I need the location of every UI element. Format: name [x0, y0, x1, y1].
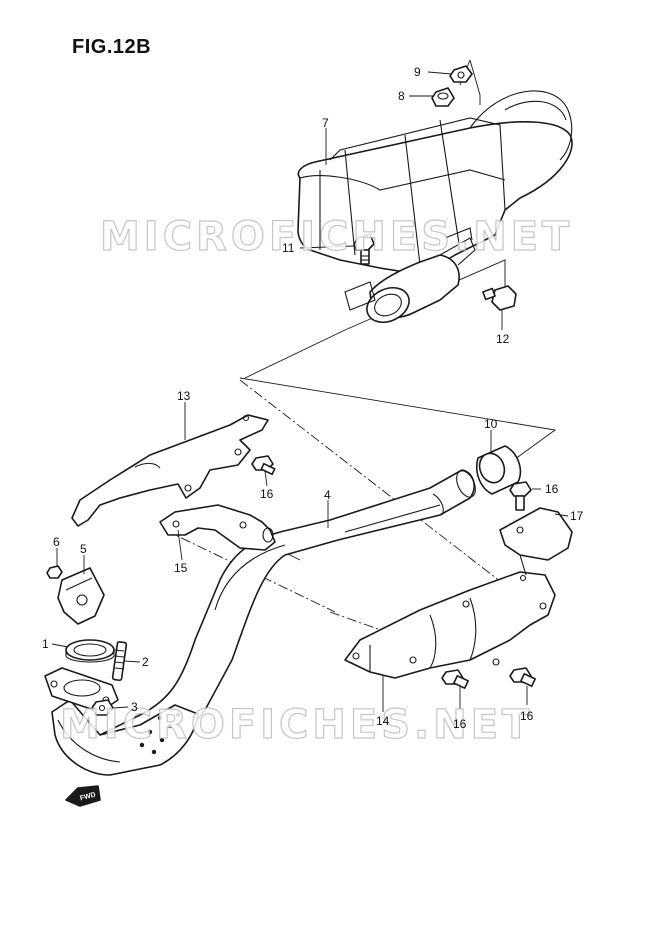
callout-9: 9: [414, 65, 421, 79]
callout-11: 11: [282, 241, 295, 255]
watermark-top: MICROFICHES.NET: [99, 213, 574, 260]
callout-6: 6: [53, 535, 60, 549]
callout-10: 10: [484, 417, 498, 431]
gasket-ring-part-1: [65, 639, 115, 663]
callout-16-a: 16: [260, 487, 274, 501]
nut-part-3: [91, 699, 114, 716]
bolt-part-16-a: [251, 455, 276, 476]
callout-14: 14: [376, 714, 390, 728]
bracket-part-13: [71, 414, 269, 527]
stud-bolt-part-2: [111, 641, 128, 682]
callout-4: 4: [324, 488, 331, 502]
callout-16-d: 16: [520, 709, 534, 723]
callout-15: 15: [174, 561, 188, 575]
screw-part-6: [46, 565, 63, 579]
callout-7: 7: [322, 116, 329, 130]
bolt-part-16-b: [509, 481, 532, 511]
cover-part-5: [57, 567, 105, 625]
bolt-part-12: [482, 285, 517, 311]
figure-title: FIG.12B: [72, 36, 152, 58]
callout-1: 1: [42, 637, 49, 651]
callout-12: 12: [496, 332, 510, 346]
nut-part-9: [449, 65, 473, 83]
callout-5: 5: [80, 542, 87, 556]
callout-13: 13: [177, 389, 191, 403]
callout-2: 2: [142, 655, 149, 669]
bracket-part-17: [499, 507, 573, 576]
grommet-part-8: [431, 87, 455, 107]
muffler-part-7: [297, 90, 573, 324]
bolt-part-16-c: [441, 669, 469, 689]
watermark-bottom: MICROFICHES.NET: [59, 701, 534, 748]
callout-8: 8: [398, 89, 405, 103]
exhaust-pipe-part-4: [51, 469, 476, 776]
callout-17: 17: [570, 509, 584, 523]
fwd-badge-text: FWD: [79, 791, 96, 802]
callout-16-b: 16: [545, 482, 559, 496]
bolt-part-16-d: [509, 667, 536, 687]
sleeve-part-10: [476, 445, 522, 495]
callout-3: 3: [131, 700, 138, 714]
leader-lines: [51, 71, 569, 712]
callout-16-c: 16: [453, 717, 467, 731]
heat-shield-part-14: [344, 571, 556, 679]
bracket-part-15: [159, 504, 276, 551]
bolt-part-11: [353, 233, 375, 265]
fwd-arrow-icon: FWD: [65, 785, 101, 807]
